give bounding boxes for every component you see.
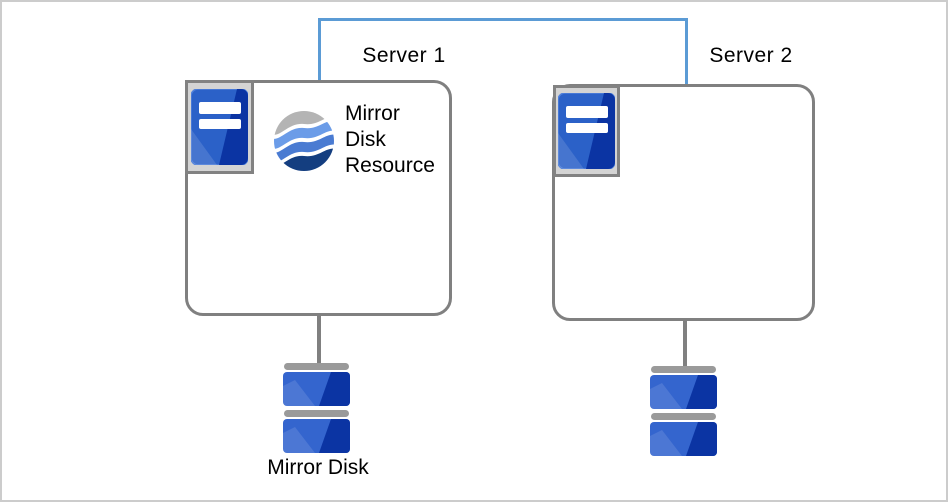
mirror-disk-label: Mirror Disk xyxy=(267,456,369,479)
resource-label-line2: Disk xyxy=(345,128,386,151)
server-tower-icon xyxy=(558,93,615,169)
server1-label: Server 1 xyxy=(362,44,446,67)
mirror-disk-stack-server2 xyxy=(650,366,717,456)
mirror-disk-stack-server1 xyxy=(283,363,350,453)
resource-label-line3: Resource xyxy=(345,154,435,177)
resource-label-line1: Mirror xyxy=(345,102,400,125)
globe-wave-sphere-icon xyxy=(274,108,334,174)
disk-lid-icon xyxy=(284,410,349,417)
disk-platter-icon xyxy=(283,372,350,406)
disk-lid-icon xyxy=(651,413,716,420)
disk-connector-server2 xyxy=(683,320,687,366)
server2-server-tower-icon xyxy=(553,85,620,177)
disk-platter-icon xyxy=(650,422,717,456)
mirror-disk-resource-label: Mirror Disk Resource xyxy=(345,101,435,179)
server1-server-tower-icon xyxy=(185,80,254,174)
disk-connector-server1 xyxy=(317,315,321,363)
network-link-drop-server1 xyxy=(318,18,321,80)
disk-lid-icon xyxy=(284,363,349,370)
server-tower-icon xyxy=(191,89,248,165)
disk-platter-icon xyxy=(283,419,350,453)
network-link-horizontal-line xyxy=(318,18,688,21)
disk-platter-icon xyxy=(650,375,717,409)
server2-label: Server 2 xyxy=(709,44,793,67)
network-link-drop-server2 xyxy=(685,18,688,84)
disk-lid-icon xyxy=(651,366,716,373)
